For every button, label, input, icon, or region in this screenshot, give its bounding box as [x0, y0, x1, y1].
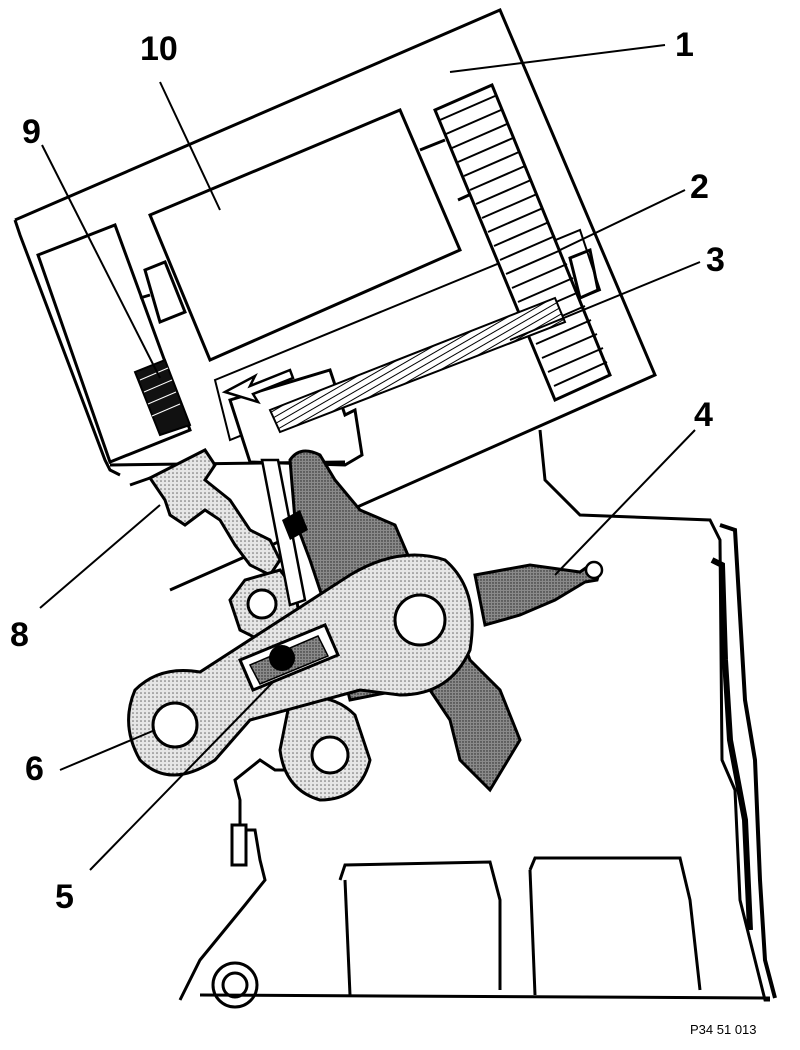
- direction-arrow: [221, 368, 295, 405]
- threaded-spindle: [268, 296, 567, 434]
- callout-3: 3: [706, 241, 725, 279]
- callout-5: 5: [55, 878, 74, 916]
- callout-2: 2: [690, 168, 709, 206]
- lever: [147, 448, 282, 577]
- leader-lines: [39, 44, 701, 871]
- lock-body: [178, 429, 777, 1009]
- figure-reference: P34 51 013: [690, 1022, 757, 1037]
- callout-4: 4: [694, 396, 713, 434]
- callout-1: 1: [675, 26, 694, 64]
- callout-9: 9: [22, 113, 41, 151]
- pawl: [473, 563, 602, 627]
- callout-8: 8: [10, 616, 29, 654]
- callout-10: 10: [140, 30, 178, 68]
- callout-6: 6: [25, 750, 44, 788]
